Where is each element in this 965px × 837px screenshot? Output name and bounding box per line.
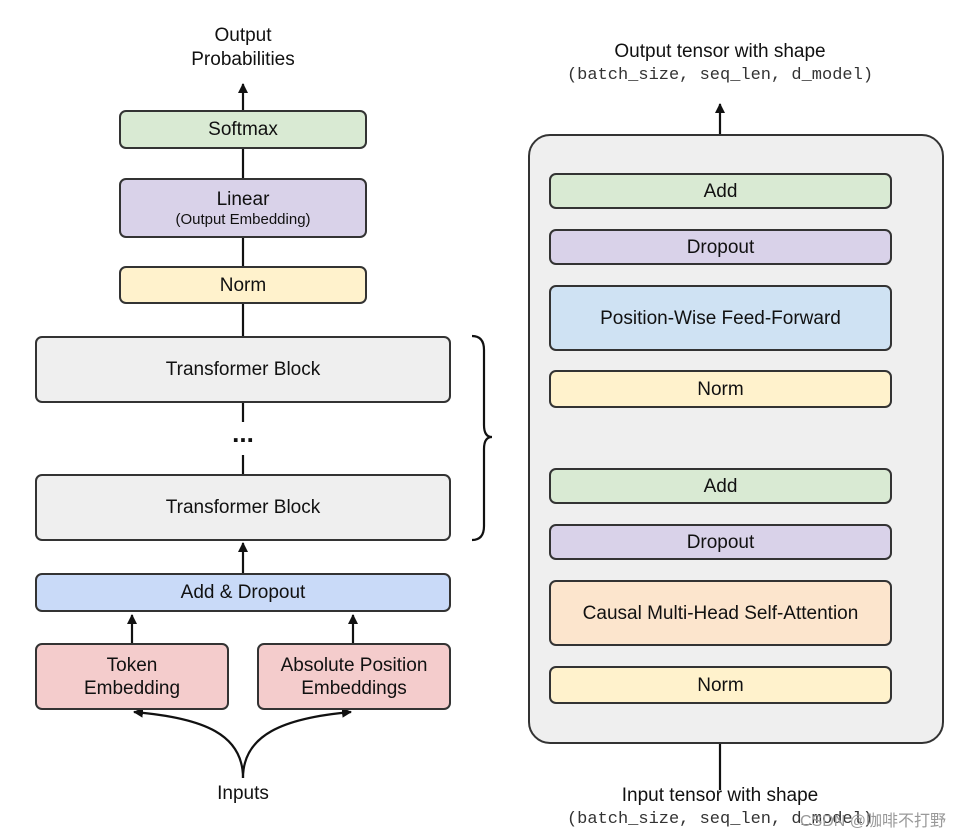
feed-forward-label: Position-Wise Feed-Forward	[600, 307, 841, 329]
absolute-position-line2: Embeddings	[301, 677, 407, 699]
dropout-bottom-label: Dropout	[686, 531, 755, 553]
linear-sublabel: (Output Embedding)	[175, 210, 311, 228]
softmax-box: Softmax	[119, 110, 367, 149]
add-dropout-label: Add & Dropout	[180, 582, 306, 603]
norm-label: Norm	[219, 274, 267, 296]
norm-box: Norm	[119, 266, 367, 304]
softmax-label: Softmax	[208, 119, 278, 140]
transformer-block-bottom: Transformer Block	[35, 474, 451, 541]
feed-forward-box: Position-Wise Feed-Forward	[549, 285, 892, 351]
token-embedding-line1: Token	[106, 654, 158, 676]
watermark: CSDN @咖啡不打野	[800, 813, 947, 830]
token-embedding-line2: Embedding	[83, 677, 181, 699]
inputs-label: Inputs	[217, 783, 269, 804]
output-probabilities-label: Output Probabilities	[163, 24, 323, 72]
output-label-line2: Probabilities	[191, 49, 295, 70]
output-tensor-shape: (batch_size, seq_len, d_model)	[566, 66, 874, 85]
transformer-block-bottom-label: Transformer Block	[165, 497, 321, 518]
transformer-block-brace	[471, 334, 493, 542]
absolute-position-line1: Absolute Position	[280, 654, 428, 676]
arrow-inputs-abs	[241, 707, 352, 779]
dropout-box-bottom: Dropout	[549, 524, 892, 560]
norm-box-bottom: Norm	[549, 666, 892, 704]
linear-box: Linear (Output Embedding)	[119, 178, 367, 238]
norm-box-top: Norm	[549, 370, 892, 408]
output-tensor-label: Output tensor with shape (batch_size, se…	[500, 40, 940, 88]
input-tensor-label: Input tensor with shape (batch_size, seq…	[500, 784, 940, 832]
input-tensor-shape: (batch_size, seq_len, d_model)	[566, 810, 874, 829]
dropout-box-top: Dropout	[549, 229, 892, 265]
add-top-label: Add	[703, 180, 738, 202]
input-tensor-title: Input tensor with shape	[621, 785, 819, 806]
add-box-bottom: Add	[549, 468, 892, 504]
attention-label: Causal Multi-Head Self-Attention	[582, 602, 859, 624]
absolute-position-box: Absolute Position Embeddings	[257, 643, 451, 710]
add-dropout-box: Add & Dropout	[35, 573, 451, 612]
attention-box: Causal Multi-Head Self-Attention	[549, 580, 892, 646]
token-embedding-box: Token Embedding	[35, 643, 229, 710]
transformer-block-panel	[528, 134, 944, 744]
linear-label: Linear	[216, 188, 270, 210]
add-bottom-label: Add	[703, 475, 738, 497]
norm-bottom-label: Norm	[697, 674, 744, 696]
arrow-inputs-token	[133, 707, 245, 779]
ellipsis: ...	[232, 418, 254, 448]
output-tensor-title: Output tensor with shape	[614, 41, 826, 62]
norm-top-label: Norm	[697, 378, 744, 400]
transformer-block-top: Transformer Block	[35, 336, 451, 403]
add-box-top: Add	[549, 173, 892, 209]
transformer-block-top-label: Transformer Block	[165, 359, 321, 380]
dropout-top-label: Dropout	[686, 236, 755, 258]
output-label-line1: Output	[214, 25, 272, 46]
